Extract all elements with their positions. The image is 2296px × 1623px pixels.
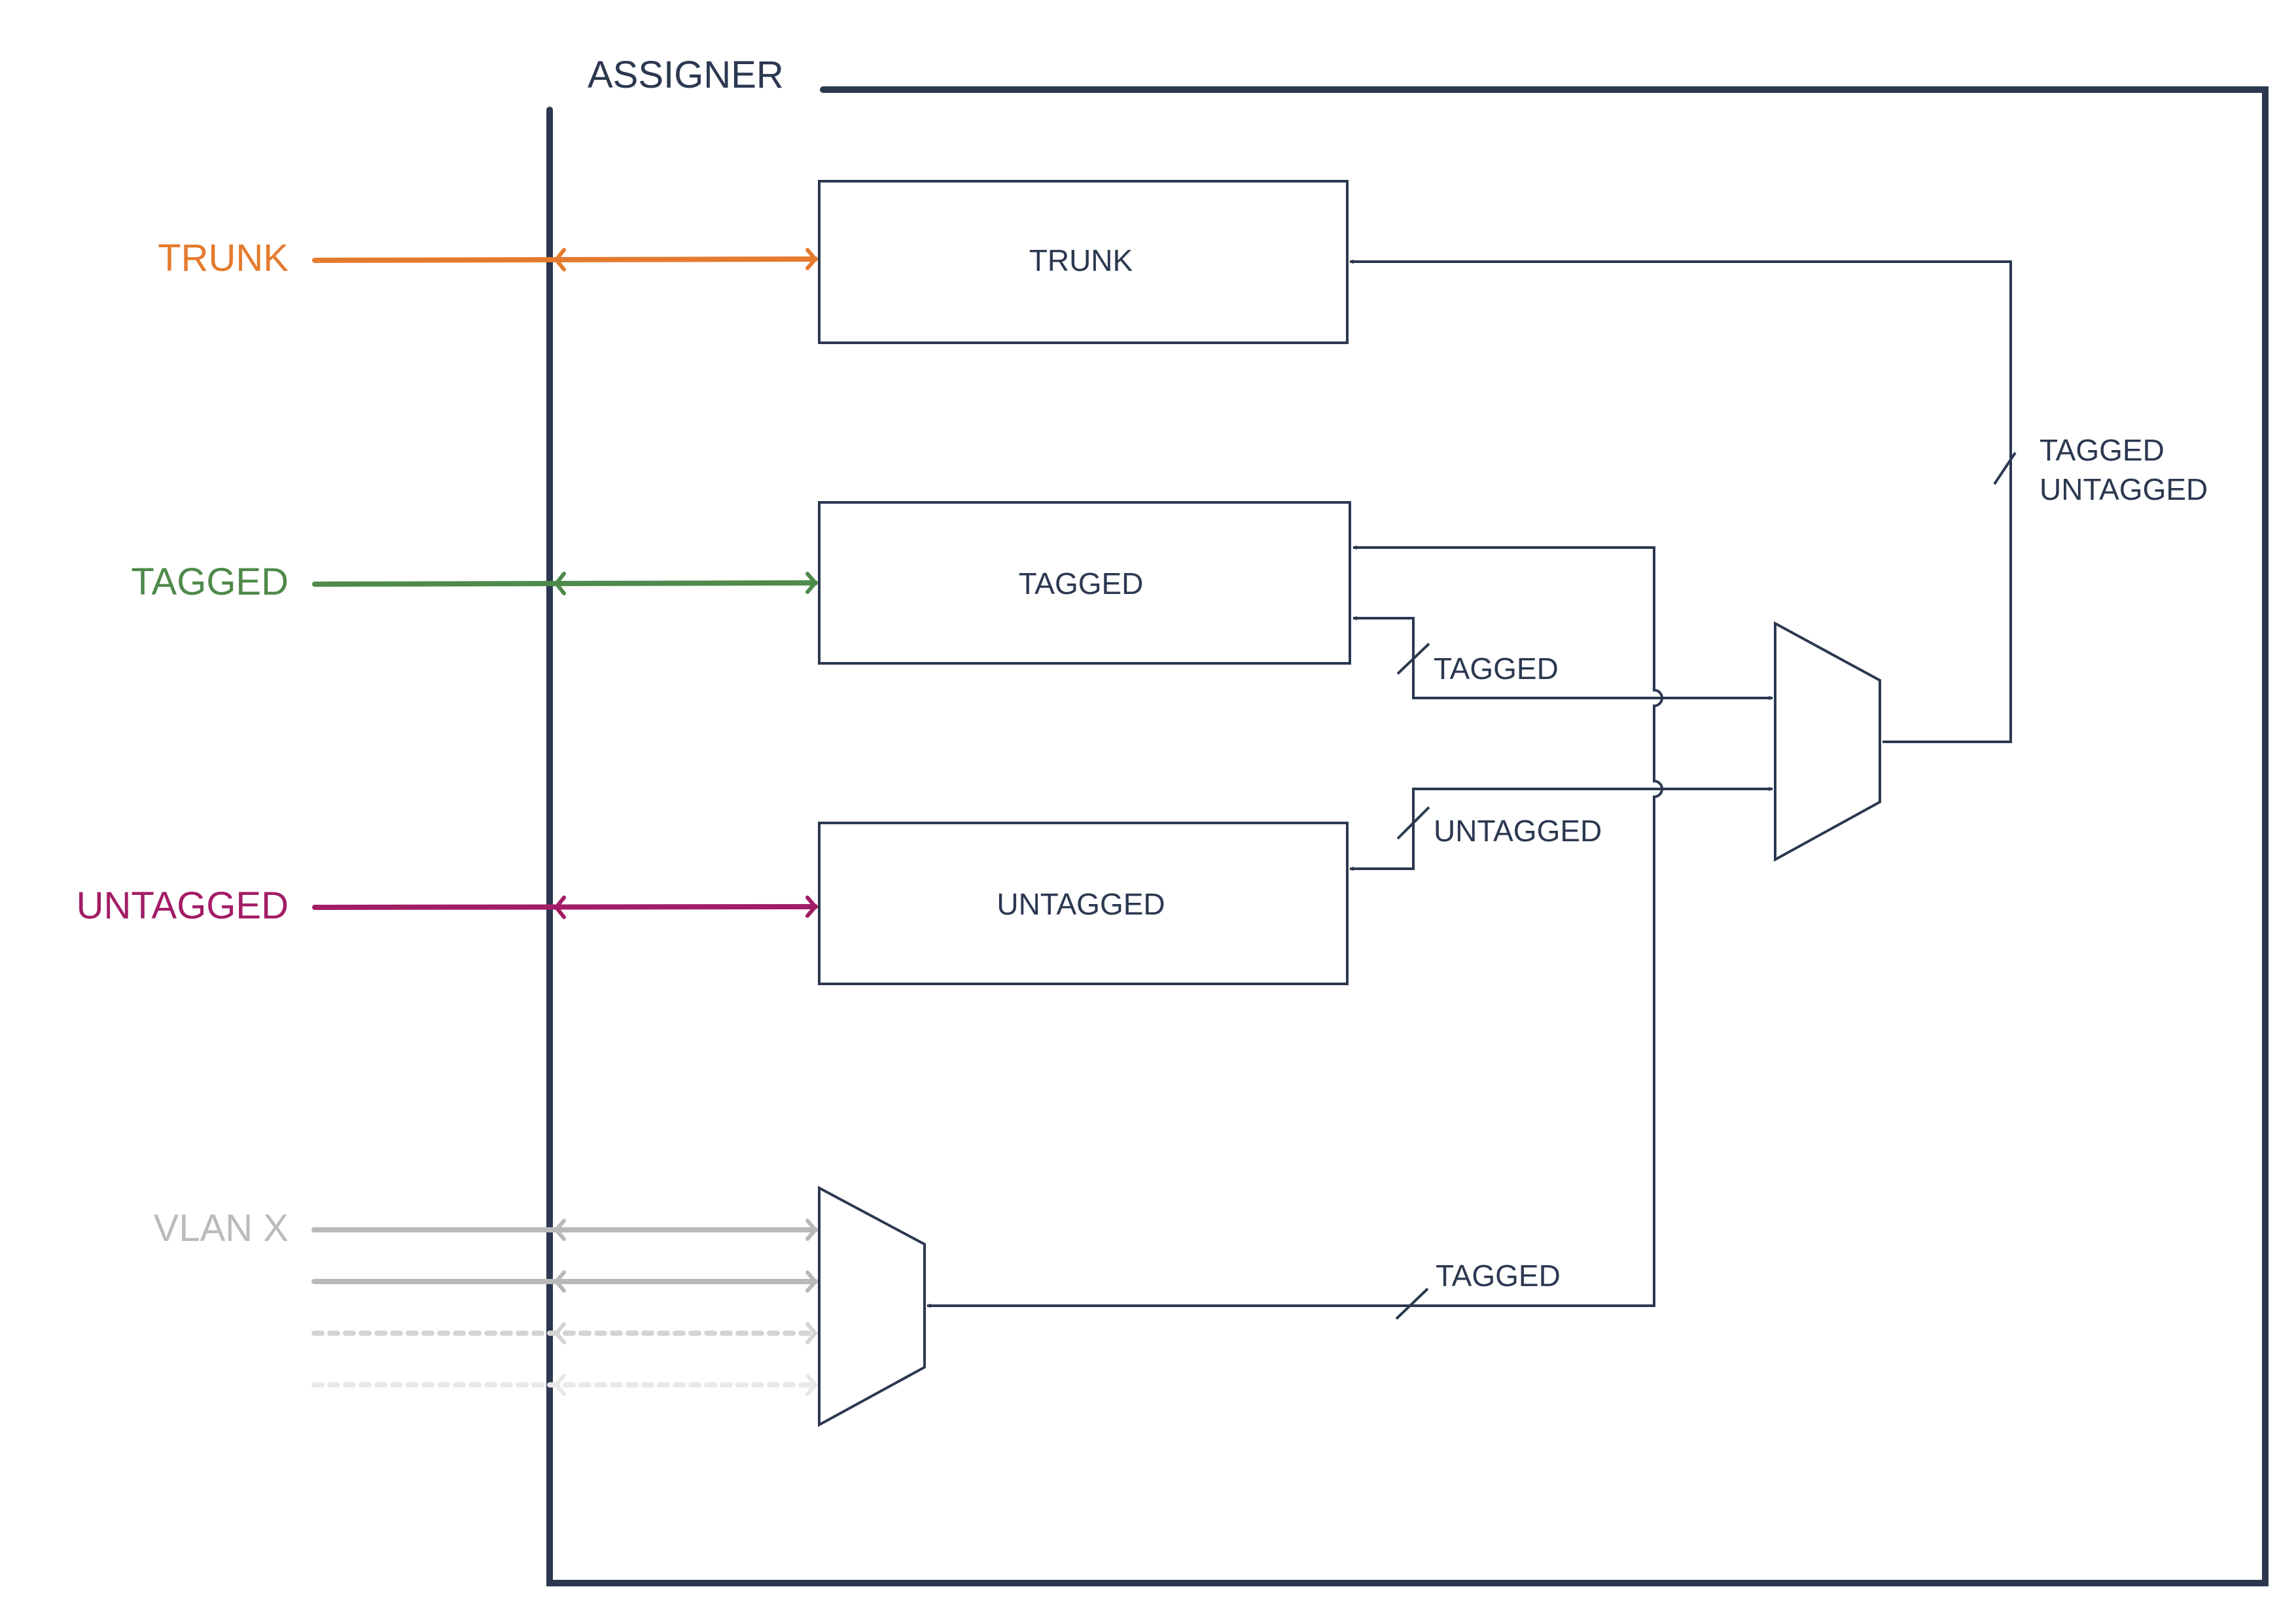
input-label-tagged: TAGGED [131,561,289,603]
bus-label-untagged: UNTAGGED [1434,814,1602,848]
input-label-trunk: TRUNK [158,237,289,279]
bus-label-mux-out-1: TAGGED [2040,433,2164,467]
wire-untagged-to-mux [1350,789,1773,869]
bus-label-vlan-tagged: TAGGED [1436,1259,1561,1293]
wire-mux-to-trunk [1350,262,2012,743]
input-arrow-tagged [312,572,818,595]
input-label-untagged: UNTAGGED [77,884,289,927]
vlan-arrow-1 [311,1219,818,1241]
bus-slash-tagged [1396,642,1430,675]
block-label-tagged: TAGGED [1019,567,1144,601]
input-label-vlan: VLAN X [154,1207,289,1249]
bus-label-mux-out-2: UNTAGGED [2040,472,2208,506]
vlan-arrow-3-dashed [311,1322,818,1344]
bus-slash-vlan [1395,1287,1429,1320]
wire-tagged-to-mux [1353,618,1773,698]
bus-label-tagged: TAGGED [1434,652,1559,686]
block-label-trunk: TRUNK [1029,243,1133,277]
mux-vlan [818,1185,926,1427]
bus-slash-mux-out [1993,451,2017,485]
block-label-untagged: UNTAGGED [997,887,1165,921]
frame-top-right-bottom [546,86,2269,1586]
input-arrow-trunk [312,248,818,271]
mux-right [1774,621,1881,862]
input-arrow-untagged [312,896,818,919]
assigner-frame [546,86,2269,1586]
vlan-arrow-2 [311,1270,818,1293]
block-trunk [818,180,1349,344]
bus-slash-untagged [1396,806,1430,840]
vlan-arrow-4-dashed [311,1374,818,1396]
frame-title: ASSIGNER [588,54,784,96]
